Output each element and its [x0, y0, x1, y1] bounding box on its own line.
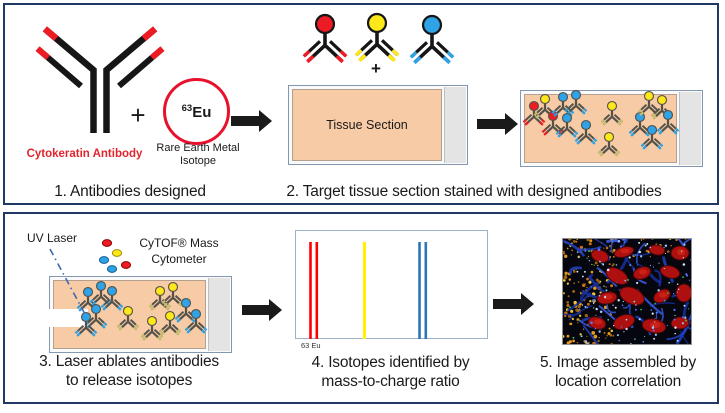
- isotope-symbol: 63Eu: [181, 102, 212, 121]
- spectrum-plot-box: [295, 230, 488, 339]
- caption-step-4-line1: 4. Isotopes identified by: [311, 354, 470, 371]
- tissue-slide-stained: [520, 90, 703, 167]
- cytof-instrument-label-line1: CyTOF® Mass: [139, 236, 219, 250]
- rare-earth-isotope-badge: 63Eu: [163, 78, 230, 145]
- stained-tissue-area: [524, 94, 677, 163]
- uv-laser-label: UV Laser: [27, 231, 78, 245]
- plus-sign-2: +: [371, 59, 381, 78]
- caption-step-3-line2: to release isotopes: [65, 372, 193, 389]
- slide-endcap: [208, 278, 230, 351]
- laser-ablated-notch: [47, 309, 88, 327]
- tissue-section-area: Tissue Section: [292, 89, 442, 161]
- rare-earth-caption-line2: Isotope: [179, 155, 217, 167]
- caption-step-5-line1: 5. Image assembled by: [539, 354, 697, 371]
- caption-step-3-line1: 3. Laser ablates antibodies: [39, 353, 219, 370]
- rare-earth-caption-line1: Rare Earth Metal: [156, 142, 240, 154]
- plus-sign-1: +: [130, 100, 146, 130]
- cytokeratin-antibody-label: Cytokeratin Antibody: [26, 148, 143, 160]
- caption-step-4-line2: mass-to-charge ratio: [321, 373, 460, 390]
- caption-step-1: 1. Antibodies designed: [54, 183, 206, 200]
- tissue-section-label: Tissue Section: [326, 118, 408, 132]
- slide-endcap: [444, 87, 466, 163]
- caption-step-2: 2. Target tissue section stained with de…: [286, 183, 662, 200]
- tissue-slide-blank: Tissue Section: [288, 85, 468, 165]
- tissue-slide-ablated: [47, 276, 232, 353]
- spectrum-peak-label: 63 Eu: [301, 341, 321, 350]
- caption-step-5-line2: location correlation: [554, 373, 682, 390]
- slide-endcap: [679, 92, 701, 165]
- cytof-instrument-label-line2: Cytometer: [151, 252, 207, 266]
